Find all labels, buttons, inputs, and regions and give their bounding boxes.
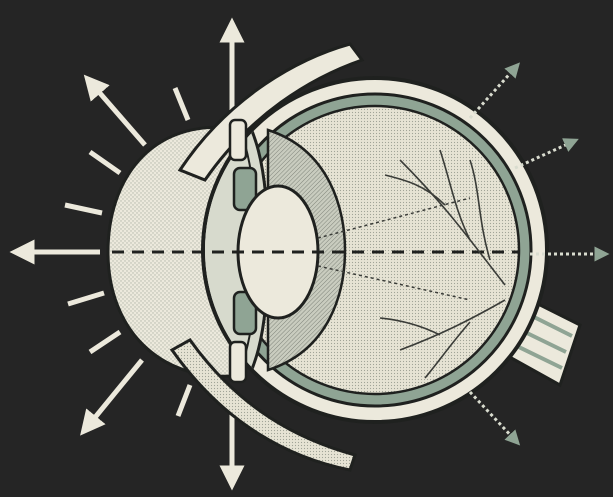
dotted-arrow-down-right-icon <box>470 392 515 440</box>
arrow-down-left-icon <box>88 360 142 426</box>
arrow-up-left-icon <box>92 84 145 145</box>
tick-mark <box>65 205 102 213</box>
tick-mark <box>68 293 104 304</box>
tick-mark <box>178 385 190 416</box>
tick-mark <box>90 332 120 352</box>
tick-mark <box>90 152 120 173</box>
tick-mark <box>175 88 188 120</box>
